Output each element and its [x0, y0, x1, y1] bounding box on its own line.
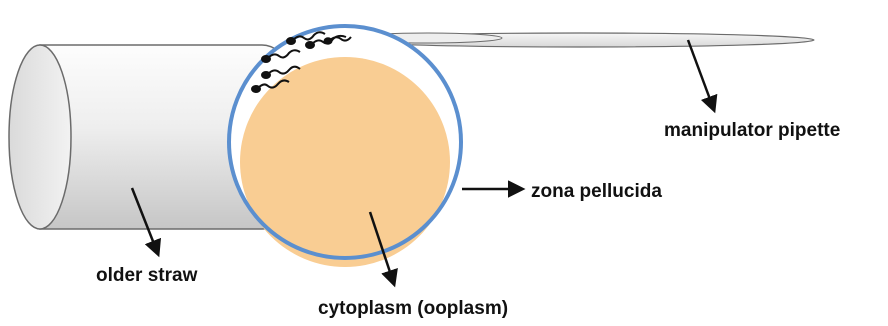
- straw-end-cap: [9, 45, 71, 229]
- label-manipulator-pipette: manipulator pipette: [664, 121, 840, 140]
- arrow-pipette: [688, 40, 714, 110]
- manipulator-pipette: [346, 33, 814, 47]
- label-zona-pellucida: zona pellucida: [531, 182, 662, 201]
- label-cytoplasm: cytoplasm (ooplasm): [318, 299, 508, 318]
- label-older-straw: older straw: [96, 266, 197, 285]
